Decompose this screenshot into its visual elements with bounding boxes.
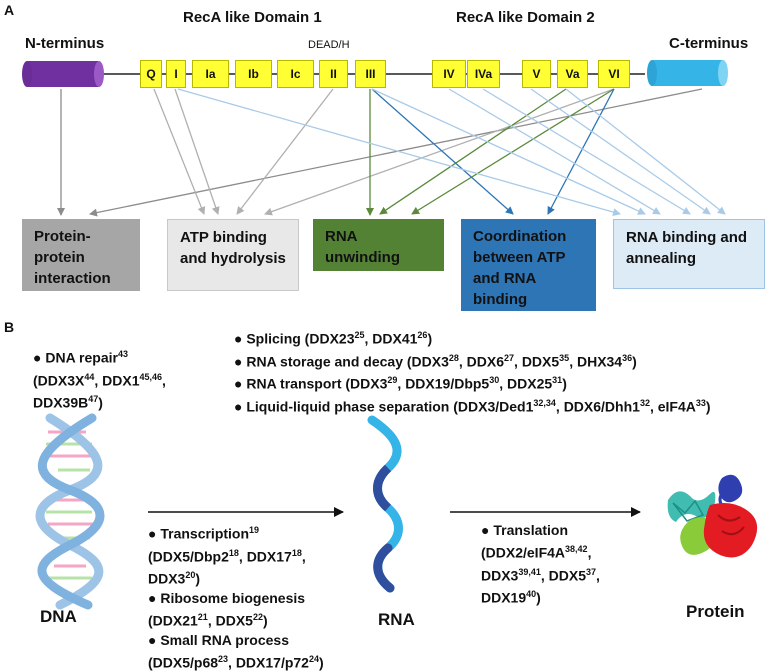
transcription-line-2: (DDX5/Dbp218, DDX1718, [148, 547, 306, 565]
motif-i: I [166, 60, 186, 88]
domain1-title: RecA like Domain 1 [183, 9, 322, 26]
motif-ii: II [319, 60, 348, 88]
rna-process-phase-separation: ● Liquid-liquid phase separation (DDX3/D… [234, 397, 711, 415]
rna-label: RNA [378, 610, 415, 629]
transcription-block: ● Transcription19 (DDX5/Dbp218, DDX1718,… [148, 521, 324, 672]
motif-ib: Ib [235, 60, 272, 88]
small-rna-line-1: ● Small RNA process [148, 631, 289, 648]
transcription-line-3: DDX320) [148, 570, 201, 587]
translation-block: ● Translation (DDX2/eIF4A38,42, DDX339,4… [481, 521, 600, 608]
motif-ic: Ic [277, 60, 314, 88]
rna-strand-icon [367, 415, 403, 593]
arrows-protein-interaction [57, 88, 703, 217]
small-rna-line-2: (DDX5/p6823, DDX17/p7224) [148, 653, 324, 671]
translation-line-1: ● Translation [481, 522, 569, 538]
motif-ia: Ia [192, 60, 229, 88]
function-rna-binding: RNA binding and annealing [613, 219, 765, 289]
dna-label: DNA [40, 607, 77, 626]
ribosome-line-2: (DDX2121, DDX522) [148, 611, 268, 629]
function-rna-unwinding: RNA unwinding [313, 219, 444, 271]
function-coordination: Coordination between ATP and RNA binding [461, 219, 596, 311]
translation-line-4: DDX1940) [481, 589, 541, 606]
motif-iv: IV [432, 60, 466, 88]
arrows-rna-unwinding [366, 88, 615, 216]
arrows-atp-binding [153, 88, 615, 216]
c-terminus-cylinder [647, 60, 728, 86]
panel-a-letter: A [4, 2, 15, 18]
dna-double-helix-icon [35, 413, 105, 610]
c-terminus-label: C-terminus [669, 35, 749, 52]
function-atp-binding: ATP binding and hydrolysis [167, 219, 299, 291]
transcription-line-1: ● Transcription19 [148, 525, 260, 542]
motif-iii: III [355, 60, 386, 88]
domain2-title: RecA like Domain 2 [456, 9, 595, 26]
translation-line-3: DDX339,41, DDX537, [481, 566, 600, 584]
n-terminus-label: N-terminus [25, 35, 105, 52]
protein-structure-icon [667, 474, 758, 558]
rna-processes-block: ● Splicing (DDX2325, DDX4126) ● RNA stor… [234, 326, 711, 417]
arrows-rna-binding [177, 88, 726, 216]
dead-box-label: DEAD/H [308, 39, 350, 51]
function-protein-interaction: Protein-protein interaction [22, 219, 140, 291]
protein-label: Protein [686, 602, 745, 621]
rna-process-transport: ● RNA transport (DDX329, DDX19/Dbp530, D… [234, 375, 567, 392]
motif-v: V [522, 60, 551, 88]
motif-vi: VI [598, 60, 630, 88]
dna-repair-line-2: (DDX3X44, DDX145,46, [33, 371, 166, 389]
motif-iva: IVa [467, 60, 500, 88]
rna-process-splicing: ● Splicing (DDX2325, DDX4126) [234, 330, 433, 347]
dna-repair-block: ● DNA repair43 (DDX3X44, DDX145,46, DDX3… [33, 345, 166, 413]
motif-q: Q [140, 60, 162, 88]
motif-va: Va [557, 60, 588, 88]
dna-repair-line-1: ● DNA repair43 [33, 349, 128, 366]
dna-repair-line-3: DDX39B47) [33, 394, 103, 411]
translation-line-2: (DDX2/eIF4A38,42, [481, 544, 592, 561]
n-terminus-cylinder [22, 61, 104, 87]
arrows-coordination [371, 88, 615, 215]
panel-b-letter: B [4, 319, 15, 335]
panel-a-diagram [22, 60, 758, 610]
rna-process-storage: ● RNA storage and decay (DDX328, DDX627,… [234, 352, 637, 370]
ribosome-line-1: ● Ribosome biogenesis [148, 589, 306, 606]
